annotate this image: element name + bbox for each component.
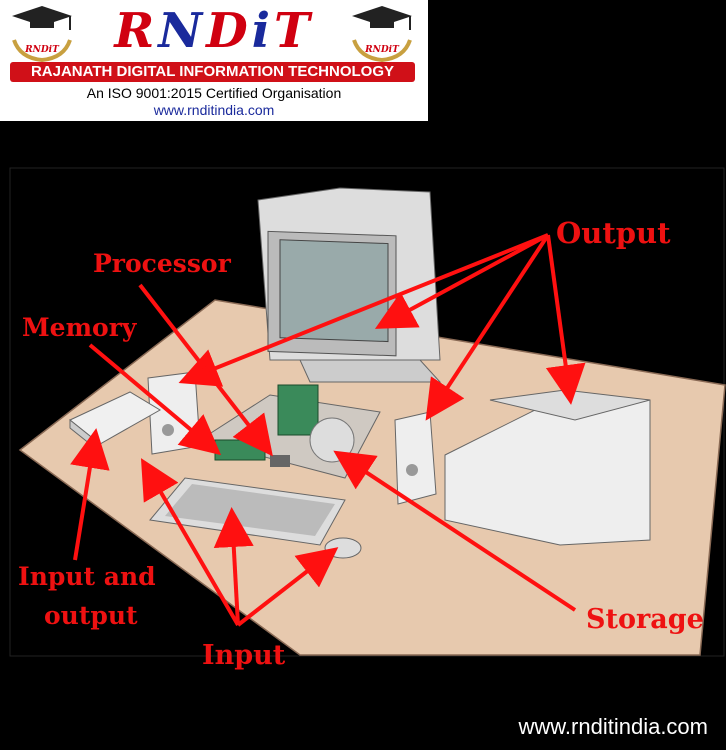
graduation-cap-icon-left: RNDiT (12, 6, 72, 63)
graduation-cap-icon-right: RNDiT (352, 6, 412, 63)
label-input-and-output-line2: output (44, 601, 138, 630)
label-input: Input (202, 640, 286, 671)
label-processor: Processor (93, 249, 232, 278)
printer (444, 389, 651, 546)
certification-text: An ISO 9001:2015 Certified Organisation (86, 85, 342, 101)
monitor (257, 187, 442, 383)
label-memory: Memory (22, 313, 138, 342)
label-input-and-output-line1: Input and (18, 562, 156, 591)
header-banner: RNDiT RNDiT RNDiT RAJANATH DIGITAL INFOR… (0, 0, 428, 121)
organisation-name: RAJANATH DIGITAL INFORMATION TECHNOLOGY (10, 62, 415, 82)
svg-text:RNDiT: RNDiT (364, 45, 400, 55)
graduation-cap-icons: RNDiT RNDiT (12, 6, 412, 63)
svg-text:RNDiT: RNDiT (24, 45, 60, 55)
footer-website-link[interactable]: www.rnditindia.com (518, 714, 708, 739)
label-output: Output (556, 216, 671, 250)
label-arrows (70, 233, 586, 627)
header-website-link[interactable]: www.rnditindia.com (153, 102, 275, 118)
label-storage: Storage (586, 604, 704, 635)
brand-logo: RNDiT (114, 3, 314, 59)
speaker-right (394, 411, 437, 505)
